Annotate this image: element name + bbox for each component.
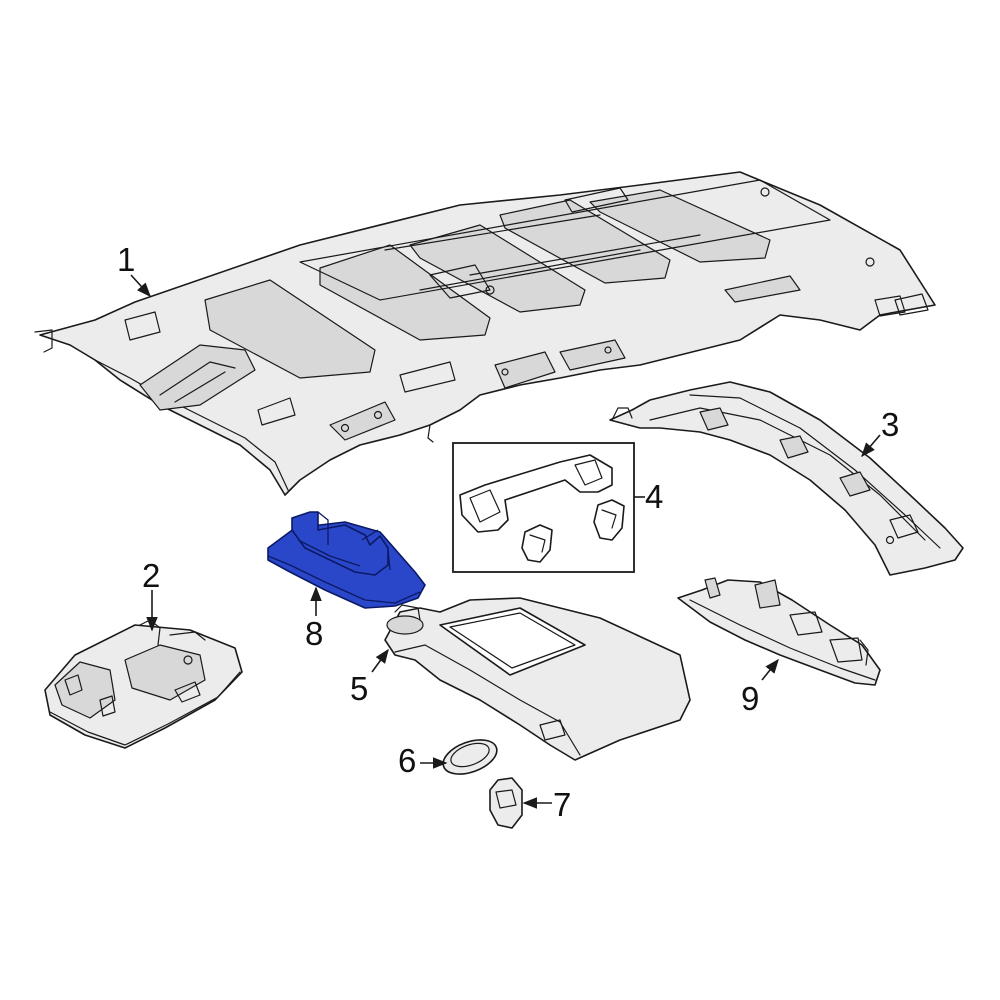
- svg-text:6: 6: [398, 742, 416, 779]
- trim-panel-part-9[interactable]: [677, 577, 881, 686]
- callout-9: 9: [741, 658, 779, 717]
- cap-part-6[interactable]: [439, 733, 502, 780]
- callout-4: 4: [634, 478, 663, 515]
- headliner-part-1[interactable]: [34, 171, 936, 496]
- svg-text:2: 2: [142, 557, 160, 594]
- callout-6: 6: [398, 742, 448, 779]
- sun-visor-part-5[interactable]: [384, 597, 691, 761]
- highlighted-part-8[interactable]: [267, 511, 426, 609]
- callout-2: 2: [142, 557, 160, 632]
- svg-text:1: 1: [117, 241, 135, 278]
- svg-text:3: 3: [881, 406, 899, 443]
- svg-text:4: 4: [645, 478, 663, 515]
- svg-text:5: 5: [350, 670, 368, 707]
- grab-handle-inset-box: [452, 442, 635, 573]
- callout-3: 3: [861, 406, 899, 458]
- svg-text:9: 9: [741, 680, 759, 717]
- clip-part-7[interactable]: [489, 777, 523, 829]
- pillar-trim-part-3[interactable]: [609, 381, 964, 576]
- svg-text:7: 7: [553, 786, 571, 823]
- overhead-console-part-2[interactable]: [44, 619, 243, 749]
- callout-1: 1: [117, 241, 151, 298]
- svg-text:8: 8: [305, 615, 323, 652]
- grab-handle-part-4[interactable]: [452, 442, 635, 573]
- callout-7: 7: [522, 786, 571, 823]
- callout-8: 8: [305, 586, 323, 652]
- callout-5: 5: [350, 648, 389, 707]
